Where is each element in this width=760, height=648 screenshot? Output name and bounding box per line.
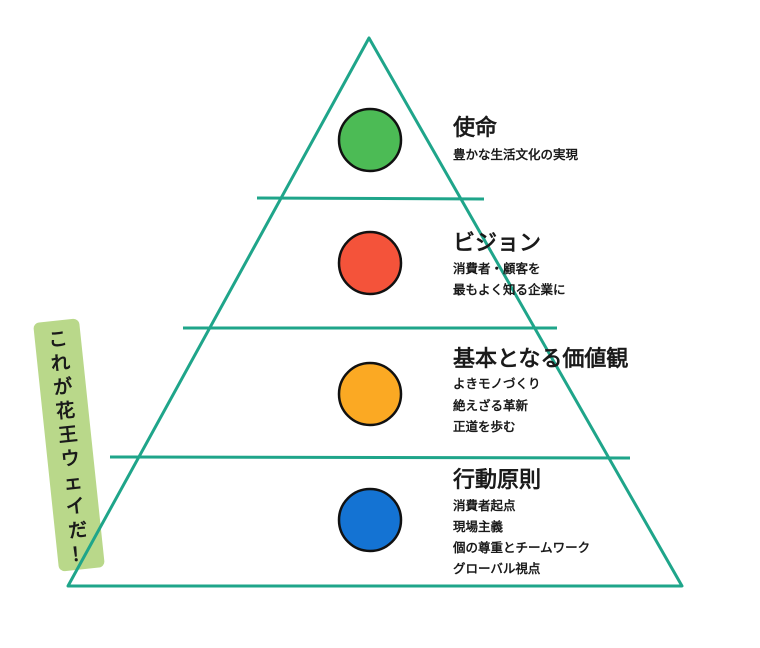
tier-circle-orange (337, 361, 403, 427)
tier-line: 消費者起点 (453, 498, 516, 513)
side-label: これが花王ウェイだ！ (33, 318, 105, 572)
tier-principles: 行動原則 消費者起点 現場主義 個の尊重とチームワーク グローバル視点 (337, 467, 590, 576)
tier-values: 基本となる価値観 よきモノづくり 絶えざる革新 正道を歩む (337, 346, 628, 434)
tier-vision: ビジョン 消費者・顧客を 最もよく知る企業に (337, 230, 566, 297)
tier-circle-red (337, 230, 403, 296)
tier-line: 消費者・顧客を (453, 261, 541, 276)
tier-title: 行動原則 (452, 467, 541, 493)
tier-line: 個の尊重とチームワーク (452, 540, 590, 555)
tier-title: 基本となる価値観 (453, 346, 628, 372)
side-label-text: これが花王ウェイだ！ (47, 328, 91, 567)
pyramid-outline (66, 36, 684, 588)
tier-line: 絶えざる革新 (453, 398, 529, 413)
tier-line: グローバル視点 (453, 561, 541, 576)
tier-line: 現場主義 (453, 519, 504, 534)
tier-line: 最もよく知る企業に (453, 282, 566, 297)
tier-divider-1 (256, 196, 485, 201)
tier-line: 豊かな生活文化の実現 (453, 147, 579, 162)
side-label-background (33, 318, 105, 572)
tier-line: よきモノづくり (453, 376, 541, 391)
tier-circle-blue (337, 487, 403, 553)
tier-divider-3 (109, 455, 631, 460)
tier-title: ビジョン (453, 231, 541, 256)
tier-line: 正道を歩む (453, 419, 516, 434)
tier-circle-green (337, 107, 403, 173)
tier-title: 使命 (452, 115, 498, 141)
tier-mission: 使命 豊かな生活文化の実現 (337, 107, 579, 173)
